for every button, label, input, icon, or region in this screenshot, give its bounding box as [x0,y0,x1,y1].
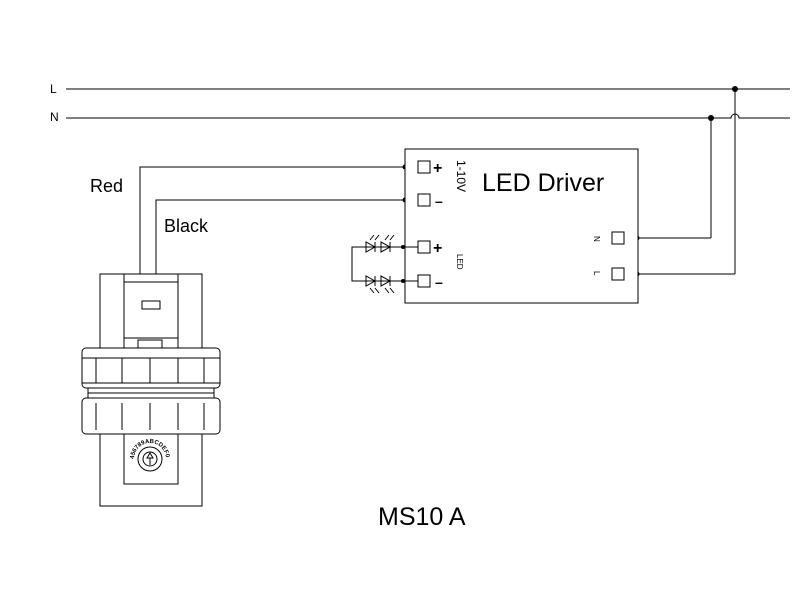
led-driver: LED Driver + – 1-10V + – LED N L [404,148,639,304]
led-driver-title: LED Driver [482,169,604,197]
dim-minus-terminal [417,193,431,207]
led-minus-terminal [417,274,431,288]
led-load-wire [351,246,418,282]
n-terminal [611,231,625,245]
dim-label: 1-10V [454,160,468,192]
led-driver-box [404,148,639,304]
led-minus-sign: – [435,274,443,290]
n-junction-dot [708,115,714,121]
led-diode-top-icon [365,234,405,253]
dim-plus-sign: + [433,160,442,177]
dim-minus-sign: – [435,193,443,209]
sensor-device-icon [81,273,221,507]
n-terminal-label: N [592,236,601,242]
led-label: LED [455,254,464,270]
dim-plus-terminal [417,160,431,174]
l-terminal-label: L [592,271,601,276]
led-diode-bottom-icon [365,275,405,294]
mains-lines: L N [50,82,790,124]
black-wire-label: Black [164,216,209,236]
led-plus-terminal [417,240,431,254]
line-l-label: L [50,82,57,96]
red-wire-label: Red [90,176,123,196]
model-label: MS10 A [378,503,466,531]
black-wire [155,199,417,274]
mains-connections [625,86,738,277]
sensor-wires: Red Black [90,164,417,274]
l-terminal [611,267,625,281]
led-plus-sign: + [433,240,442,257]
line-n-label: N [50,110,59,124]
line-n-wire [66,113,790,119]
red-wire [139,166,417,274]
l-junction-dot [732,86,738,92]
led-load [351,234,418,294]
